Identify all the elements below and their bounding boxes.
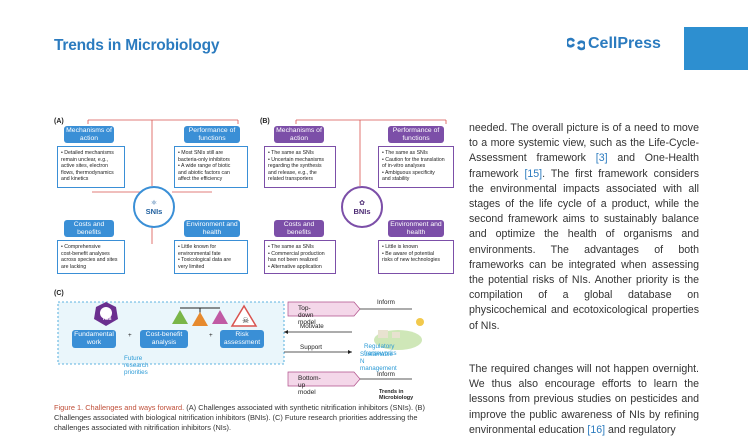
inform-top-label: Inform	[377, 299, 395, 306]
snis-molecule-icon: ⚛	[151, 199, 157, 207]
fundamental-work-label: Fundamental work	[72, 330, 116, 348]
support-label: Support	[300, 344, 322, 351]
inform-bottom-label: Inform	[377, 371, 395, 378]
bnis-plant-icon: ✿	[359, 199, 365, 207]
a-performance-header: Performance of functions	[184, 126, 240, 143]
a-costs-header: Costs and benefits	[64, 220, 114, 237]
cost-benefit-label: Cost-benefit analysis	[140, 330, 188, 348]
bnis-center: ✿ BNIs	[341, 186, 383, 228]
b-mechanisms-header: Mechanisms of action	[274, 126, 324, 143]
a-mechanisms-header: Mechanisms of action	[64, 126, 114, 143]
body-paragraph-2: The required changes will not happen ove…	[469, 362, 699, 438]
plus-sign-2: +	[209, 332, 213, 339]
snis-center: ⚛ SNIs	[133, 186, 175, 228]
risk-assessment-label: Risk assessment	[220, 330, 264, 348]
b-costs-box: • The same as SNIs• Commercial productio…	[264, 240, 336, 274]
b-environment-header: Environment and health	[388, 220, 444, 237]
ref-link-3[interactable]: [3]	[596, 152, 608, 164]
svg-text:☠: ☠	[242, 316, 249, 325]
nis-gear-icon: NIs	[103, 316, 112, 322]
b-performance-header: Performance of functions	[388, 126, 444, 143]
journal-title: Trends in Microbiology	[54, 37, 219, 55]
a-environment-header: Environment and health	[184, 220, 240, 237]
publisher-name: CellPress	[588, 35, 661, 53]
cellpress-logo-icon	[567, 35, 585, 53]
future-priorities-label: Future research priorities	[124, 355, 149, 376]
b-mechanisms-box: • The same as SNIs• Uncertain mechanisms…	[264, 146, 336, 188]
sustainable-label: Sustainable N management	[360, 351, 397, 372]
accent-box	[684, 27, 748, 70]
motivate-label: Motivate	[300, 323, 324, 330]
body-paragraph-1: needed. The overall picture is of a need…	[469, 121, 699, 334]
figure-credit: Trends in Microbiology	[379, 389, 413, 401]
bottom-up-model: Bottom-up model	[298, 375, 321, 396]
ref-link-16[interactable]: [16]	[587, 424, 605, 436]
plus-sign-1: +	[128, 332, 132, 339]
b-costs-header: Costs and benefits	[274, 220, 324, 237]
ref-link-15[interactable]: [15]	[524, 168, 542, 180]
figure-caption: Figure 1. Challenges and ways forward. (…	[54, 403, 454, 434]
caption-lead: Figure 1. Challenges and ways forward.	[54, 403, 184, 412]
cellpress-logo: CellPress	[567, 35, 661, 53]
b-environment-box: • Little is known• Be aware of potential…	[378, 240, 454, 274]
panel-b-label: (B)	[260, 118, 270, 125]
b-performance-box: • The same as SNIs• Caution for the tran…	[378, 146, 454, 188]
